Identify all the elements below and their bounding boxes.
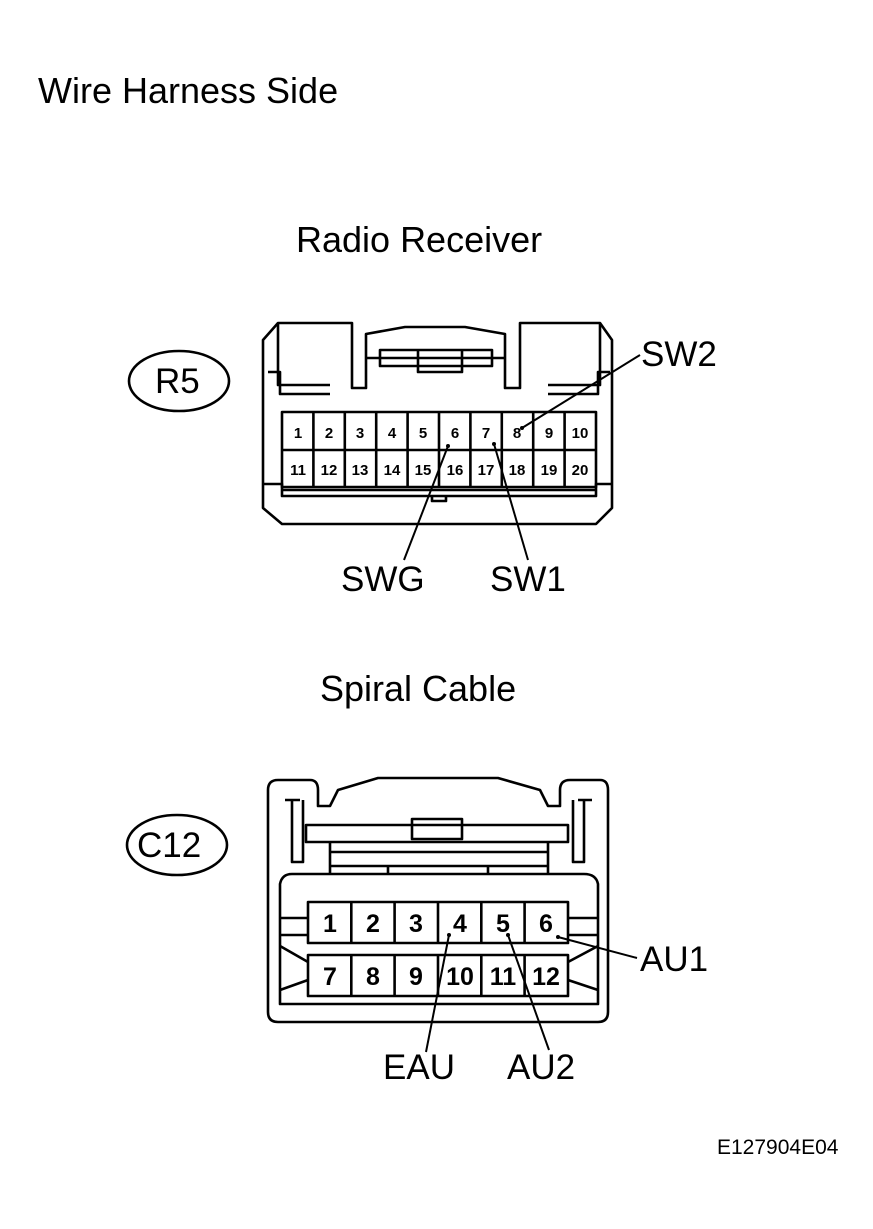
r5-pin: 19 (541, 462, 558, 479)
r5-pin: 13 (352, 462, 369, 479)
leader-au2 (507, 934, 550, 1051)
r5-pin: 7 (482, 425, 490, 442)
c12-left-latch (285, 798, 305, 864)
leader-au1 (557, 936, 638, 959)
page-title: Wire Harness Side (38, 70, 339, 111)
c12-right-latch (571, 798, 592, 864)
c12-pin: 2 (366, 910, 380, 938)
c12-pin: 8 (366, 963, 380, 991)
leader-sw2 (521, 354, 641, 429)
r5-pin: 18 (509, 462, 526, 479)
terminal-label-au2: AU2 (507, 1048, 576, 1087)
connector-title-radio-receiver: Radio Receiver (296, 219, 543, 260)
c12-pin: 10 (446, 963, 474, 991)
c12-pin: 4 (453, 910, 467, 938)
r5-pin: 14 (384, 462, 401, 479)
r5-lock-tab (366, 348, 505, 374)
r5-pin: 15 (415, 462, 432, 479)
leader-sw1 (493, 443, 529, 561)
terminal-label-au1: AU1 (640, 940, 709, 979)
r5-pin: 1 (294, 425, 302, 442)
c12-side-keys (279, 916, 599, 992)
c12-pin: 9 (409, 963, 423, 991)
c12-pin: 3 (409, 910, 423, 938)
r5-bottom-rail (263, 482, 612, 503)
c12-pin: 12 (532, 963, 560, 991)
r5-left-latch (268, 323, 330, 396)
leader-eau (425, 934, 450, 1053)
r5-housing-outline (261, 321, 614, 526)
connector-id-r5: R5 (155, 362, 200, 401)
c12-pin: 7 (323, 963, 337, 991)
terminal-label-swg: SWG (341, 560, 425, 599)
r5-pin: 17 (478, 462, 495, 479)
c12-lock-bar (304, 817, 570, 844)
r5-pin: 8 (513, 425, 521, 442)
r5-right-latch (548, 323, 610, 396)
r5-badge-outline (127, 349, 231, 413)
c12-pin: 1 (323, 910, 337, 938)
leader-swg (403, 445, 449, 561)
c12-badge-outline (125, 813, 229, 877)
terminal-label-sw1: SW1 (490, 560, 566, 599)
r5-pin: 20 (572, 462, 589, 479)
c12-pin: 11 (490, 963, 517, 991)
c12-inner-frame (278, 872, 600, 1006)
connector-title-spiral-cable: Spiral Cable (320, 668, 517, 709)
r5-pin: 11 (290, 462, 306, 479)
r5-pin: 5 (419, 425, 427, 442)
r5-pin: 9 (545, 425, 553, 442)
r5-pin: 10 (572, 425, 589, 442)
r5-pin: 12 (321, 462, 338, 479)
c12-inner-rails (328, 842, 550, 874)
c12-pin: 6 (539, 910, 553, 938)
r5-pin: 6 (451, 425, 459, 442)
terminal-label-eau: EAU (383, 1048, 455, 1087)
figure-code: E127904E04 (717, 1136, 839, 1159)
c12-pin: 5 (496, 910, 510, 938)
connector-id-c12: C12 (137, 826, 202, 865)
c12-housing-outline (266, 776, 610, 1024)
r5-pin: 4 (388, 425, 397, 442)
r5-pin: 3 (356, 425, 364, 442)
terminal-label-sw2: SW2 (641, 335, 717, 374)
r5-pin: 16 (447, 462, 464, 479)
r5-pin: 2 (325, 425, 333, 442)
